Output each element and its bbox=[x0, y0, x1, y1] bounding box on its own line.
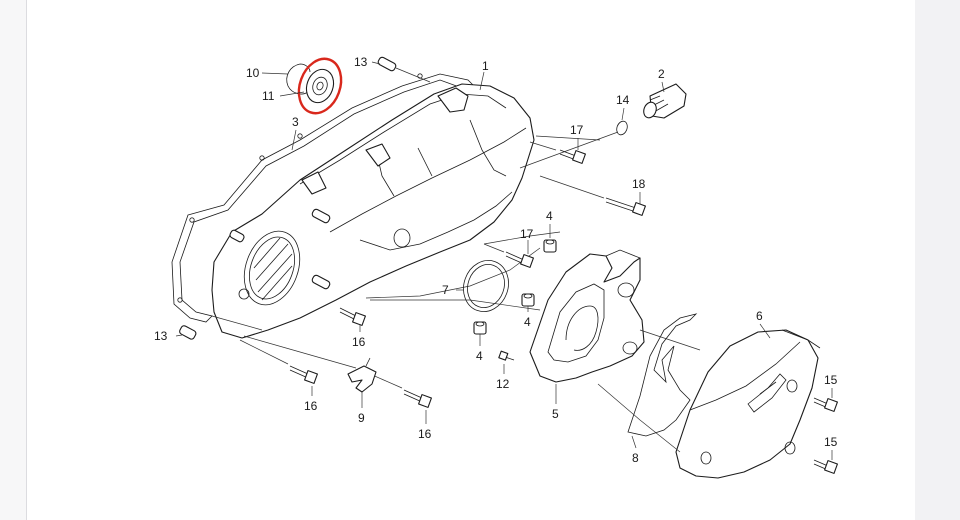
collar-4-upper bbox=[543, 239, 557, 253]
leaders bbox=[175, 61, 833, 460]
callout-5: 5 bbox=[552, 407, 559, 421]
bearing-11 bbox=[305, 68, 335, 104]
callout-17-upper: 17 bbox=[570, 123, 584, 137]
callout-2: 2 bbox=[658, 67, 665, 81]
bolt-17-upper bbox=[559, 149, 586, 164]
bolt-15-upper bbox=[813, 397, 838, 412]
air-duct-5 bbox=[529, 249, 645, 383]
bolt-17-lower bbox=[505, 251, 534, 268]
clamp-9 bbox=[347, 357, 377, 393]
callout-13-lower: 13 bbox=[154, 329, 168, 343]
collar-4-mid bbox=[521, 293, 535, 307]
cover-ridge-upper bbox=[299, 93, 507, 185]
bolt-16-b bbox=[289, 365, 318, 384]
callout-13-upper: 13 bbox=[354, 55, 368, 69]
seal-8 bbox=[627, 313, 698, 437]
callout-18: 18 bbox=[632, 177, 646, 191]
callout-3: 3 bbox=[292, 115, 299, 129]
collar-4-lower bbox=[473, 321, 487, 335]
cover-pins bbox=[229, 208, 331, 290]
cover-bracket-3 bbox=[301, 171, 327, 195]
cover-boss-1 bbox=[393, 228, 411, 248]
screw-12 bbox=[498, 350, 515, 361]
cover-ridge-lower bbox=[329, 127, 527, 233]
o-ring-7 bbox=[463, 260, 509, 312]
callout-10: 10 bbox=[246, 66, 260, 80]
callout-4-lower: 4 bbox=[476, 349, 483, 363]
callout-4-upper: 4 bbox=[546, 209, 553, 223]
callout-7: 7 bbox=[442, 283, 449, 297]
o-ring-14 bbox=[616, 120, 628, 136]
bolt-16-a bbox=[339, 307, 366, 326]
bolt-18 bbox=[605, 197, 646, 216]
callout-15-upper: 15 bbox=[824, 373, 838, 387]
cover-boss-2 bbox=[238, 288, 250, 300]
callout-labels: 10 11 13 1 2 14 3 17 18 4 17 7 4 16 13 4… bbox=[154, 55, 838, 465]
plug-2 bbox=[643, 83, 687, 119]
callout-8: 8 bbox=[632, 451, 639, 465]
callout-4-mid: 4 bbox=[524, 315, 531, 329]
callout-16-b: 16 bbox=[304, 399, 318, 413]
bolt-16-c bbox=[403, 389, 432, 408]
cover-window-hatch bbox=[253, 237, 293, 301]
gasket-3 bbox=[171, 73, 481, 323]
right-gutter bbox=[915, 0, 960, 520]
callout-16-a: 16 bbox=[352, 335, 366, 349]
outer-cover-6 bbox=[675, 329, 821, 479]
callout-15-lower: 15 bbox=[824, 435, 838, 449]
callout-12: 12 bbox=[496, 377, 510, 391]
cover-window bbox=[243, 230, 301, 306]
callout-11: 11 bbox=[262, 89, 275, 103]
callout-1: 1 bbox=[482, 59, 489, 73]
cover-bracket bbox=[437, 87, 469, 113]
cover-outline-dash bbox=[211, 247, 541, 369]
cover-window-inner bbox=[249, 236, 295, 300]
highlight-circle bbox=[297, 57, 343, 115]
cover-lower-face bbox=[359, 191, 513, 251]
dowel-pin-13-lower bbox=[179, 325, 197, 340]
crankcase-cover-1 bbox=[211, 83, 535, 339]
dowel-pin-13-upper bbox=[377, 56, 397, 72]
cover-bracket-2 bbox=[365, 143, 391, 167]
callout-6: 6 bbox=[756, 309, 763, 323]
callout-17-lower: 17 bbox=[520, 227, 534, 241]
callout-9: 9 bbox=[358, 411, 365, 425]
bolt-15-lower bbox=[813, 459, 838, 474]
callout-16-c: 16 bbox=[418, 427, 432, 441]
callout-14: 14 bbox=[616, 93, 630, 107]
